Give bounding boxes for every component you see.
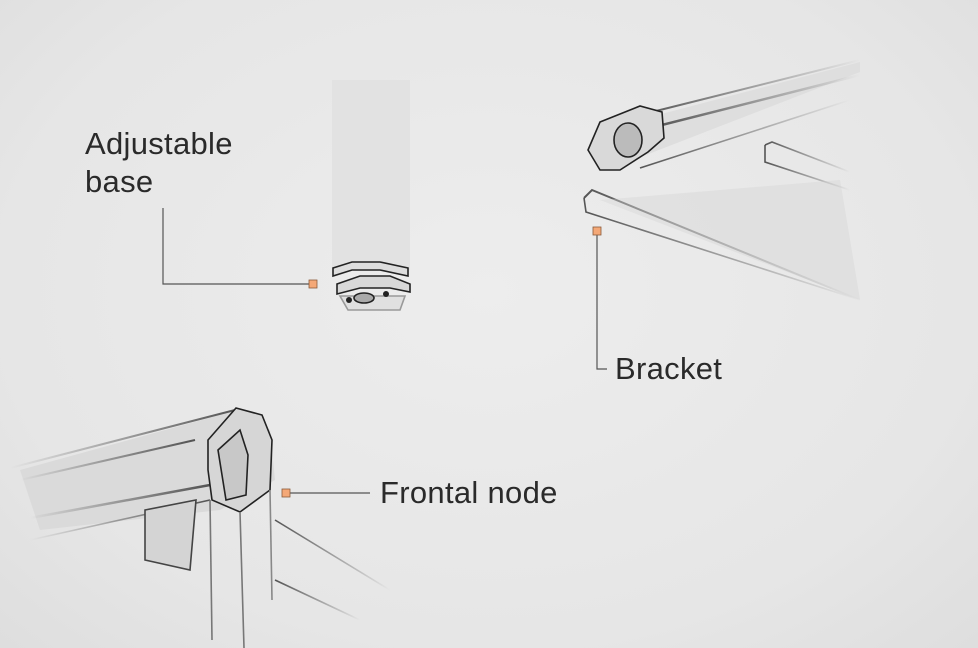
bracket-marker [592,226,602,236]
frontal-node-marker [281,488,291,498]
adjustable-base-label: Adjustable base [85,125,233,201]
adjustable-base-marker [308,279,318,289]
bracket-label: Bracket [615,351,723,386]
adjustable-base-label-line2: base [85,164,154,199]
bracket-leader [596,235,607,370]
frontal-node-label: Frontal node [380,475,558,510]
frontal-node-sketch [9,407,391,648]
adjustable-base-sketch [332,80,411,311]
leader-lines [162,208,607,494]
markers [281,226,602,498]
adjustable-base-label-line1: Adjustable [85,126,233,161]
bracket-sketch [583,59,861,301]
adjustable-base-leader [162,208,310,285]
